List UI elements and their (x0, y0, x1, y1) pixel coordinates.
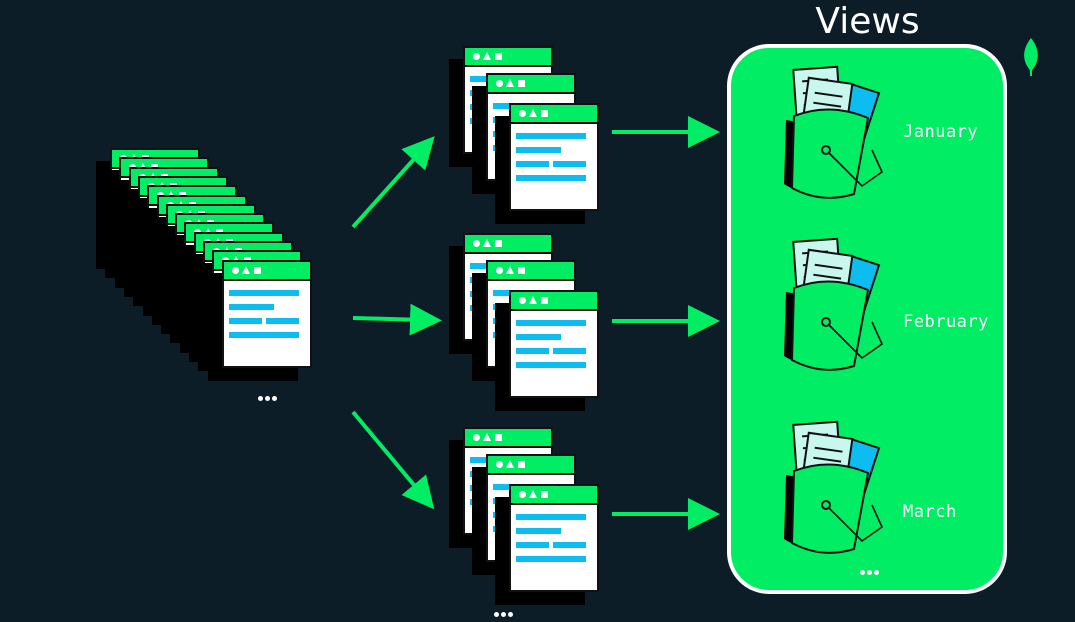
month-label-march: March (903, 502, 957, 522)
views-title: Views (815, 1, 920, 42)
arrow-icon (352, 303, 442, 336)
mongodb-leaf-icon (1024, 38, 1038, 76)
document-window-icon (495, 103, 599, 224)
arrow-icon (351, 410, 435, 510)
month-label-february: February (903, 312, 989, 332)
bucket-icon (784, 420, 884, 554)
bucket-icon (784, 65, 884, 199)
document-window-icon (495, 484, 599, 605)
month-label-january: January (903, 122, 979, 142)
ellipsis-icon (258, 396, 277, 401)
views-panel (727, 44, 1007, 594)
document-window-icon (207, 259, 312, 381)
ellipsis-icon (494, 612, 513, 617)
ellipsis-icon (860, 570, 879, 575)
document-window-icon (495, 290, 599, 411)
bucket-icon (784, 237, 884, 371)
arrow-icon (351, 136, 435, 229)
